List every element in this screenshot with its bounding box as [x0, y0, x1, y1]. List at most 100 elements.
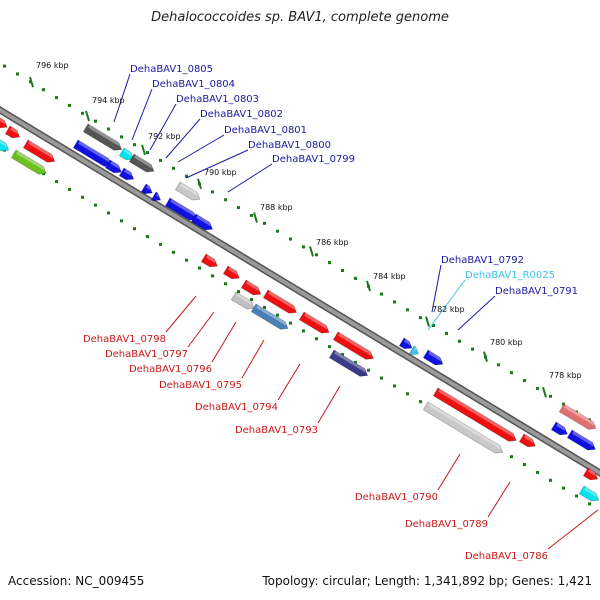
gene-feature-reverse[interactable]	[200, 253, 219, 270]
ruler-label: 782 kbp	[432, 305, 465, 314]
gene-label-forward[interactable]: DehaBAV1_0802	[200, 109, 283, 120]
inner-tick-dot	[94, 203, 97, 207]
gene-feature-forward[interactable]	[140, 183, 154, 197]
gene-feature-forward[interactable]	[118, 147, 136, 163]
gene-label-reverse[interactable]: DehaBAV1_0786	[465, 551, 548, 562]
gene-label-reverse[interactable]: DehaBAV1_0798	[83, 334, 166, 345]
outer-tick-dot	[276, 229, 279, 233]
inner-tick-dot	[224, 282, 227, 286]
gene-feature-forward[interactable]	[566, 429, 597, 453]
outer-tick-dot	[3, 64, 6, 68]
outer-tick-dot	[562, 402, 565, 406]
gene-feature-reverse[interactable]	[328, 349, 370, 379]
outer-tick-dot	[523, 379, 526, 383]
gene-feature-forward[interactable]	[128, 153, 156, 175]
inner-tick-dot	[185, 258, 188, 262]
ruler-label: 788 kbp	[260, 203, 293, 212]
inner-tick-dot	[523, 463, 526, 467]
inner-tick-dot	[55, 180, 58, 184]
leader-line	[427, 279, 466, 331]
gene-label-reverse[interactable]: DehaBAV1_0795	[159, 380, 242, 391]
leader-line	[211, 321, 237, 363]
ruler-label: 792 kbp	[148, 132, 181, 141]
gene-label-forward[interactable]: DehaBAV1_0800	[248, 140, 331, 151]
inner-tick-dot	[276, 313, 279, 317]
gene-label-reverse[interactable]: DehaBAV1_0794	[195, 402, 278, 413]
gene-feature-reverse[interactable]	[298, 311, 331, 336]
ruler-label: 790 kbp	[204, 168, 237, 177]
gene-feature-reverse[interactable]	[4, 125, 22, 141]
ruler-label: 794 kbp	[92, 96, 125, 105]
gene-feature-forward[interactable]	[82, 123, 124, 153]
gene-feature-reverse[interactable]	[240, 279, 263, 298]
gene-feature-reverse[interactable]	[22, 139, 57, 165]
gene-feature-reverse[interactable]	[422, 401, 505, 456]
gene-label-forward[interactable]: DehaBAV1_0804	[152, 79, 235, 90]
ruler-label: 778 kbp	[549, 371, 582, 380]
gene-label-forward[interactable]: DehaBAV1_0792	[441, 255, 524, 266]
gene-feature-reverse[interactable]	[262, 289, 298, 316]
outer-tick-dot	[81, 111, 84, 115]
gene-feature-forward[interactable]	[558, 403, 598, 432]
leader-line	[185, 149, 249, 179]
leader-line	[227, 163, 273, 193]
gene-feature-forward[interactable]	[150, 191, 163, 204]
leader-line	[165, 118, 201, 159]
outer-tick-track	[3, 64, 591, 422]
gene-label-forward[interactable]: DehaBAV1_R0025	[465, 270, 555, 281]
gene-feature-reverse[interactable]	[10, 149, 48, 177]
gene-feature-reverse[interactable]	[332, 331, 375, 362]
ruler-major-tick	[253, 212, 258, 223]
gene-label-forward[interactable]: DehaBAV1_0801	[224, 125, 307, 136]
leader-line	[487, 481, 511, 518]
gene-label-reverse[interactable]: DehaBAV1_0793	[235, 425, 318, 436]
gene-label-reverse[interactable]: DehaBAV1_0796	[129, 364, 212, 375]
gene-feature-reverse[interactable]	[0, 113, 9, 131]
outer-tick-dot	[172, 166, 175, 170]
ruler-major-tick	[309, 246, 314, 257]
leader-line	[317, 385, 341, 424]
outer-tick-dot	[16, 72, 19, 76]
gene-label-reverse[interactable]: DehaBAV1_0797	[105, 349, 188, 360]
gene-feature-reverse[interactable]	[250, 303, 290, 332]
gene-label-forward[interactable]: DehaBAV1_0791	[495, 286, 578, 297]
gene-feature-reverse[interactable]	[222, 265, 241, 282]
gene-feature-forward[interactable]	[398, 337, 414, 352]
leader-line	[165, 295, 197, 333]
outer-tick-dot	[211, 190, 214, 194]
gene-feature-reverse[interactable]	[0, 135, 11, 154]
gene-feature-forward[interactable]	[104, 159, 123, 176]
gene-feature-reverse[interactable]	[578, 485, 600, 504]
gene-label-reverse[interactable]: DehaBAV1_0789	[405, 519, 488, 530]
leader-line	[431, 264, 442, 313]
gene-label-reverse[interactable]: DehaBAV1_0790	[355, 492, 438, 503]
inner-tick-dot	[380, 376, 383, 380]
gene-feature-forward[interactable]	[408, 345, 421, 358]
outer-tick-dot	[94, 119, 97, 123]
inner-tick-dot	[341, 352, 344, 356]
gene-feature-forward[interactable]	[550, 421, 569, 438]
gene-label-forward[interactable]: DehaBAV1_0803	[176, 94, 259, 105]
outer-tick-dot	[419, 316, 422, 320]
gene-feature-forward[interactable]	[422, 349, 445, 368]
leader-line	[241, 339, 265, 379]
inner-tick-dot	[354, 360, 357, 364]
gene-feature-reverse[interactable]	[518, 433, 537, 450]
gene-feature-forward[interactable]	[118, 167, 136, 183]
gene-label-forward[interactable]: DehaBAV1_0799	[272, 154, 355, 165]
gene-feature-forward[interactable]	[190, 213, 214, 233]
inner-tick-dot	[393, 384, 396, 388]
outer-tick-dot	[406, 308, 409, 312]
gene-feature-reverse[interactable]	[582, 467, 600, 483]
inner-tick-dot	[81, 195, 84, 199]
gene-feature-reverse[interactable]	[432, 387, 518, 444]
ruler-major-tick	[366, 280, 371, 292]
gene-label-forward[interactable]: DehaBAV1_0805	[130, 64, 213, 75]
leader-line	[547, 509, 599, 550]
gene-feature-reverse[interactable]	[230, 291, 256, 312]
gene-feature-forward[interactable]	[174, 181, 202, 203]
inner-tick-dot	[211, 274, 214, 278]
ruler-major-tick	[85, 110, 90, 122]
